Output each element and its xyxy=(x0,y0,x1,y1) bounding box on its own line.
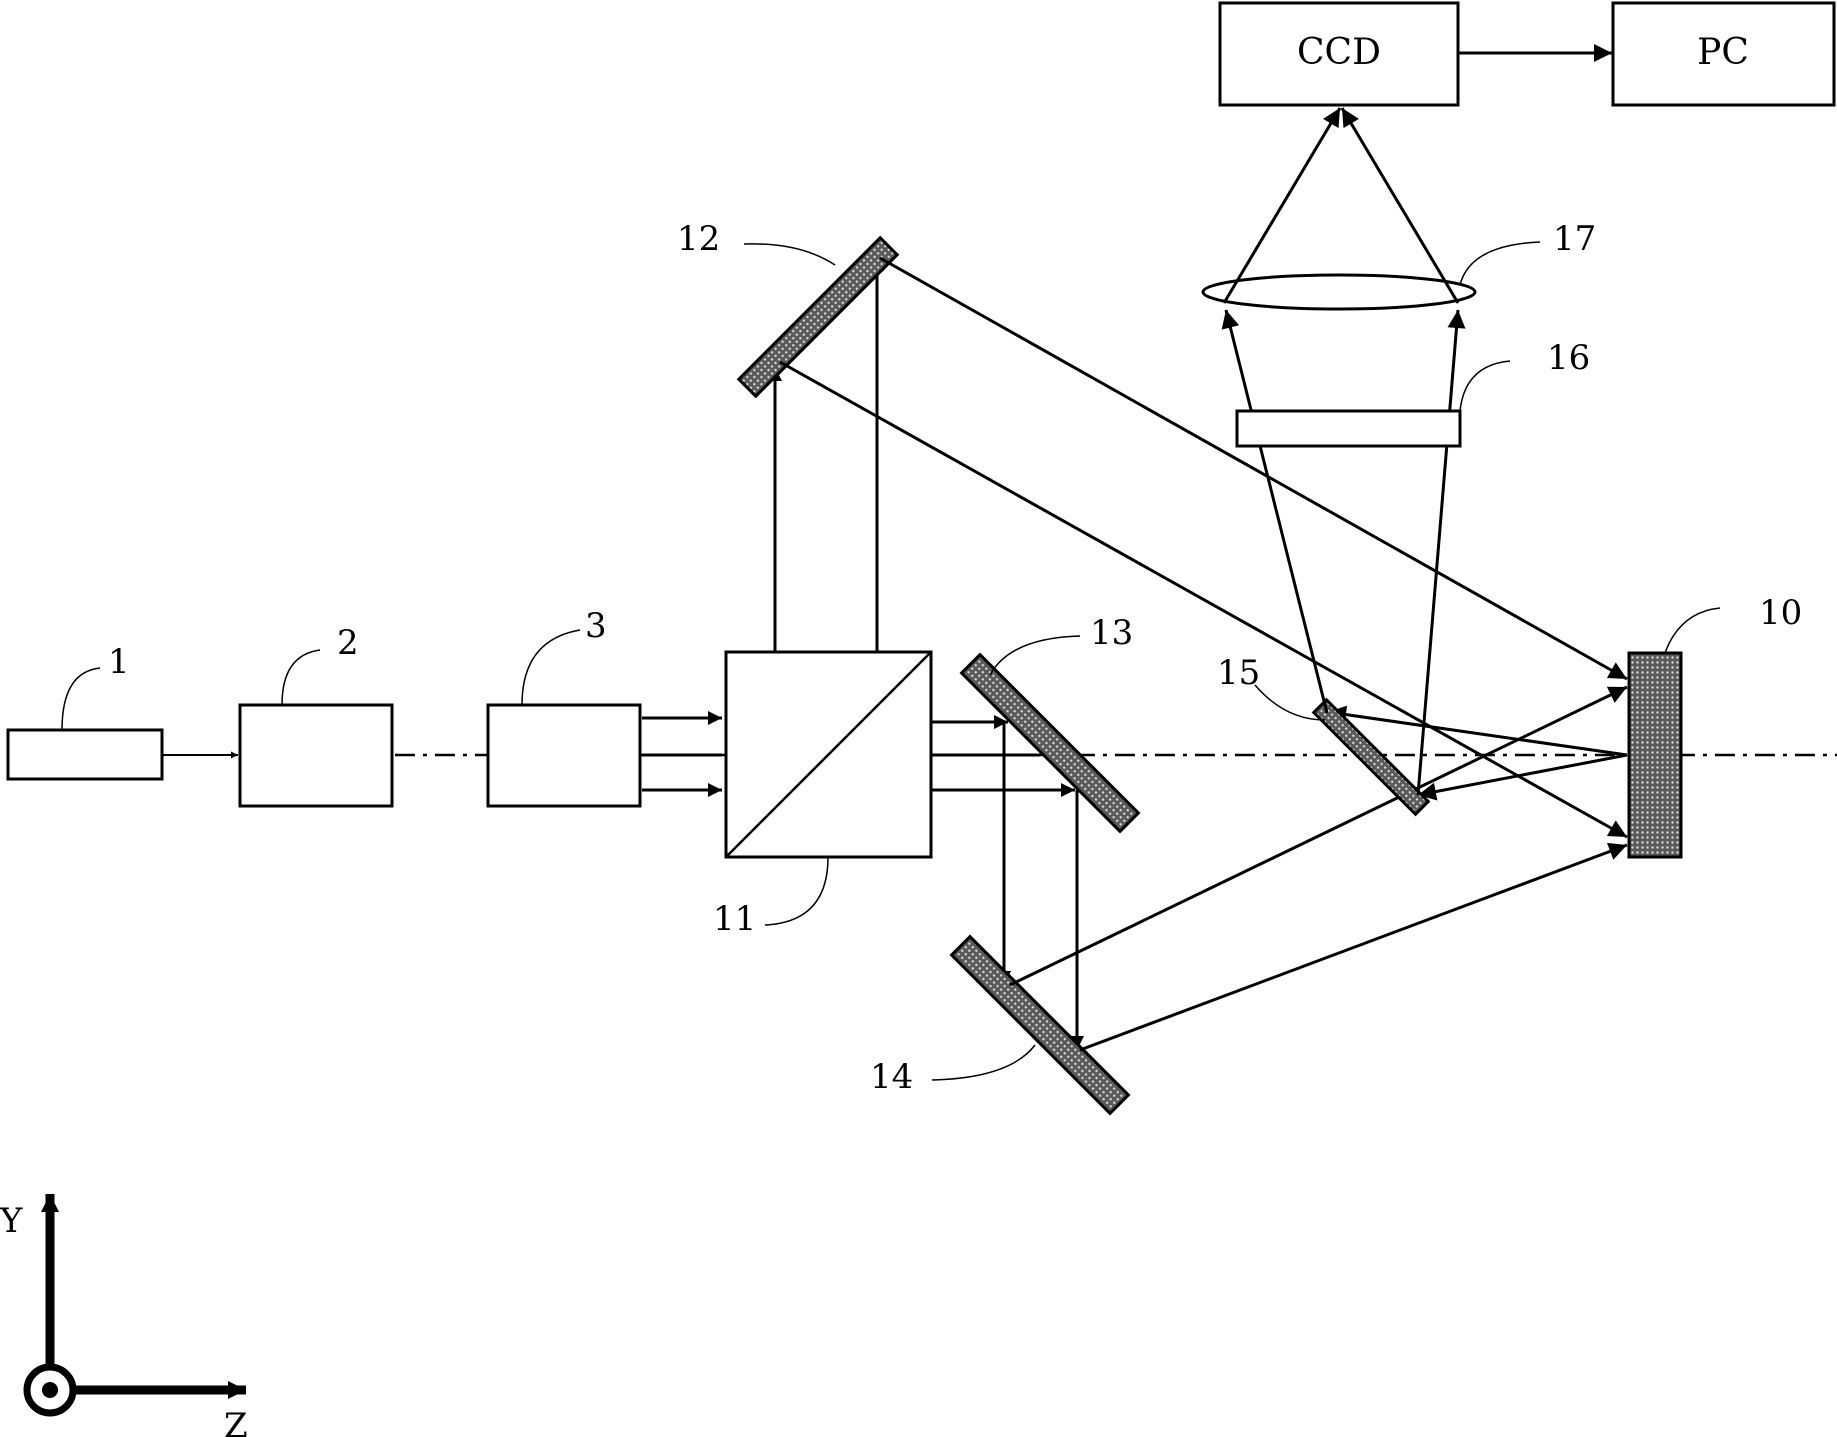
mirror-13 xyxy=(959,652,1141,834)
leader-13 xyxy=(989,635,1081,676)
label-17: 17 xyxy=(1553,219,1596,259)
mirror-12 xyxy=(736,235,900,399)
leader-10 xyxy=(1664,607,1721,654)
mirror-15 xyxy=(1311,697,1431,817)
label-13: 13 xyxy=(1090,613,1133,653)
beam-12-to-10-upper xyxy=(879,256,1628,681)
leader-12 xyxy=(743,243,836,266)
beam-10-to-15-upper xyxy=(1327,705,1628,757)
ccd-box xyxy=(1218,1,1460,107)
label-2: 2 xyxy=(337,623,359,663)
leader-2 xyxy=(281,649,321,706)
z-axis-label: Z xyxy=(224,1406,248,1437)
beam-lens-to-ccd-left xyxy=(1222,107,1342,304)
element-3-box xyxy=(486,703,642,808)
label-16: 16 xyxy=(1547,338,1590,378)
mirror-14 xyxy=(949,934,1131,1116)
pc-label: PC xyxy=(1697,32,1749,73)
label-12: 12 xyxy=(677,219,720,259)
label-10: 10 xyxy=(1759,593,1802,633)
beam-12-to-10-lower xyxy=(779,360,1628,839)
beam-lens-to-ccd-right xyxy=(1340,107,1460,304)
leader-11 xyxy=(764,856,829,926)
label-3: 3 xyxy=(585,606,607,646)
target-10 xyxy=(1627,651,1683,859)
source-box xyxy=(6,728,164,781)
ccd-label: CCD xyxy=(1297,32,1381,73)
beam-15-to-lens-left xyxy=(1221,309,1329,714)
beam-15-to-lens-right xyxy=(1416,309,1466,796)
lens-17 xyxy=(1201,273,1477,311)
leader-14 xyxy=(931,1044,1036,1081)
filter-16 xyxy=(1235,409,1462,448)
element-2-box xyxy=(238,703,394,808)
leader-15 xyxy=(1254,684,1326,721)
label-14: 14 xyxy=(870,1057,913,1097)
y-axis-label: Y xyxy=(0,1201,23,1241)
beam-splitter-diagonal xyxy=(725,651,932,858)
leader-3 xyxy=(521,629,581,706)
x-axis-dot xyxy=(42,1382,58,1398)
beam-14-to-10-lower xyxy=(1079,842,1628,1052)
leader-1 xyxy=(61,667,101,731)
label-11: 11 xyxy=(713,899,756,939)
leader-17 xyxy=(1459,241,1541,286)
label-1: 1 xyxy=(108,642,130,682)
leader-16 xyxy=(1459,360,1511,412)
pc-box xyxy=(1611,1,1836,107)
beam-14-to-10-upper xyxy=(1009,685,1628,987)
label-15: 15 xyxy=(1217,653,1260,693)
beam-10-to-15-lower xyxy=(1417,753,1628,801)
